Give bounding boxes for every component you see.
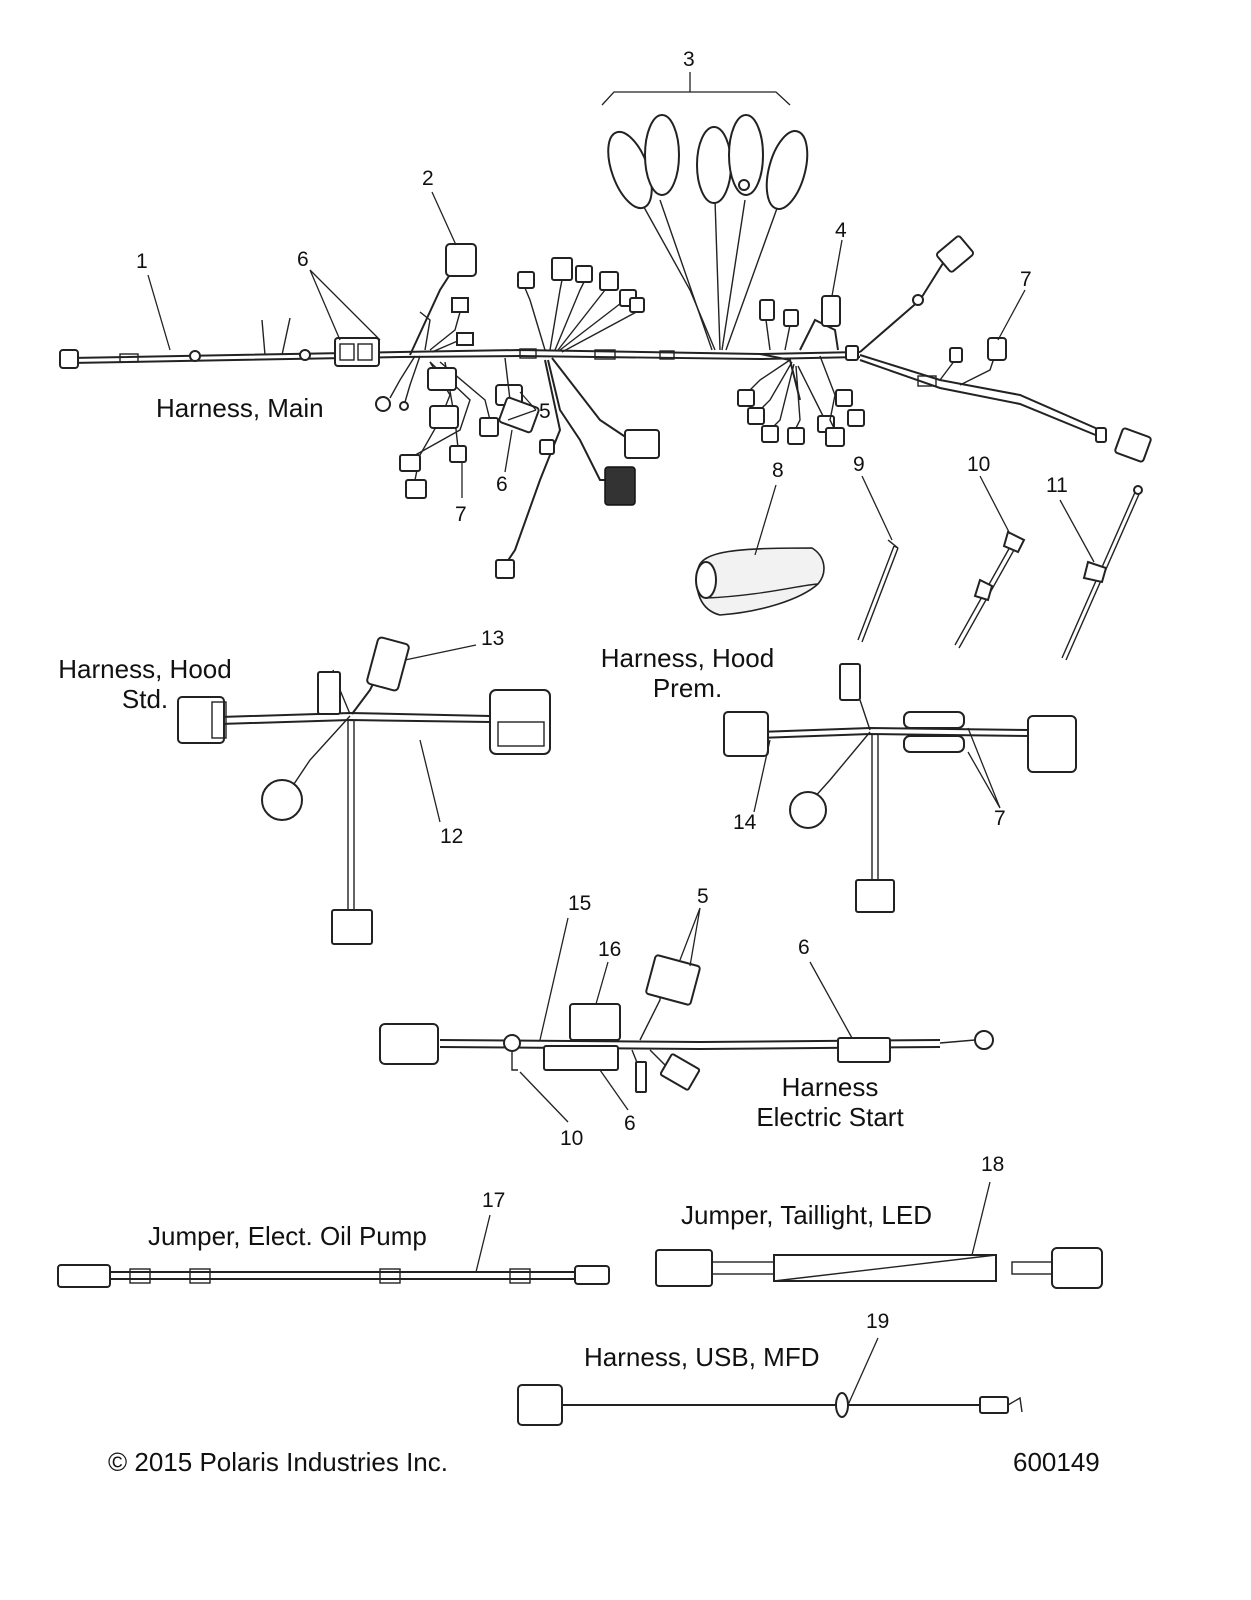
conduit-sleeve: [696, 547, 825, 616]
callout-number: 6: [297, 248, 309, 271]
usb-left-connector: [517, 1384, 563, 1426]
hood-std-connector-13: [366, 636, 410, 692]
callout-number: 12: [440, 825, 464, 848]
main-bottom-connector: [604, 466, 636, 506]
oil-pump-left-connector: [57, 1264, 111, 1288]
title-harness-electric-start-line1: Harness: [781, 1072, 879, 1102]
callout-number: 17: [482, 1189, 506, 1212]
title-harness-hood-std-line1: Harness, Hood: [58, 654, 232, 684]
callout-number: 8: [772, 459, 784, 482]
callout-number: 16: [598, 938, 622, 961]
main-relay-connector: [334, 337, 380, 367]
injector-group: [607, 114, 809, 351]
title-jumper-oil-pump: Jumper, Elect. Oil Pump: [148, 1221, 427, 1251]
main-connector-4: [821, 295, 841, 327]
harness-main-drawing: [59, 114, 1152, 579]
figure-number: 600149: [1013, 1447, 1100, 1477]
title-harness-electric-start: Harness Electric Start: [740, 1072, 920, 1132]
harness-hood-prem-drawing: [723, 663, 1077, 913]
title-harness-electric-start-line2: Electric Start: [756, 1102, 904, 1132]
main-connector-2: [445, 243, 477, 277]
harness-hood-std-drawing: [177, 636, 551, 945]
callout-number: 10: [967, 453, 991, 476]
title-harness-usb: Harness, USB, MFD: [584, 1342, 820, 1372]
hood-prem-right-connector: [1027, 715, 1077, 773]
copyright-notice: © 2015 Polaris Industries Inc.: [108, 1447, 448, 1477]
callout-number: 6: [624, 1112, 636, 1135]
electric-start-left-connector: [379, 1023, 439, 1065]
callout-number: 10: [560, 1127, 584, 1150]
main-end-connector: [59, 349, 79, 369]
callout-number: 9: [853, 453, 865, 476]
callout-leaders: [147, 72, 1095, 1406]
callout-number: 15: [568, 892, 592, 915]
title-harness-hood-prem: Harness, Hood Prem.: [585, 643, 790, 703]
oil-pump-right-connector: [574, 1265, 610, 1285]
taillight-left-connector: [655, 1249, 713, 1287]
callout-number: 7: [994, 807, 1006, 830]
taillight-right-connector: [1051, 1247, 1103, 1289]
jumper-oil-pump-drawing: [57, 1264, 610, 1288]
harness-electric-start-drawing: [379, 954, 994, 1093]
title-jumper-taillight: Jumper, Taillight, LED: [681, 1200, 932, 1230]
jumper-taillight-drawing: [655, 1247, 1103, 1289]
callout-number: 5: [697, 885, 709, 908]
usb-right-connector: [979, 1396, 1009, 1414]
callout-number: 19: [866, 1310, 890, 1333]
title-harness-hood-std: Harness, Hood Std.: [40, 654, 250, 714]
callout-number: 18: [981, 1153, 1005, 1176]
callout-number: 6: [496, 473, 508, 496]
callout-number: 11: [1046, 474, 1068, 497]
electric-start-connector-6: [837, 1037, 891, 1063]
callout-number: 14: [733, 811, 757, 834]
callout-number: 6: [798, 936, 810, 959]
callout-number: 5: [539, 400, 551, 423]
title-harness-hood-prem-line1: Harness, Hood: [600, 643, 775, 673]
title-harness-main: Harness, Main: [156, 393, 324, 423]
usb-grommet: [835, 1392, 849, 1418]
hood-prem-left-connector: [723, 711, 769, 757]
callout-number: 7: [1020, 268, 1032, 291]
title-harness-hood-std-line2: Std.: [121, 684, 169, 714]
title-harness-hood-prem-line2: Prem.: [652, 673, 723, 703]
electric-start-fuse-16: [569, 1003, 621, 1041]
callout-number: 2: [422, 167, 434, 190]
callout-number: 4: [835, 219, 847, 242]
callout-number: 3: [683, 48, 695, 71]
callout-number: 7: [455, 503, 467, 526]
harness-usb-drawing: [517, 1384, 1023, 1426]
loose-parts: [695, 485, 1143, 661]
callout-number: 13: [481, 627, 505, 650]
callout-number: 1: [136, 250, 148, 273]
